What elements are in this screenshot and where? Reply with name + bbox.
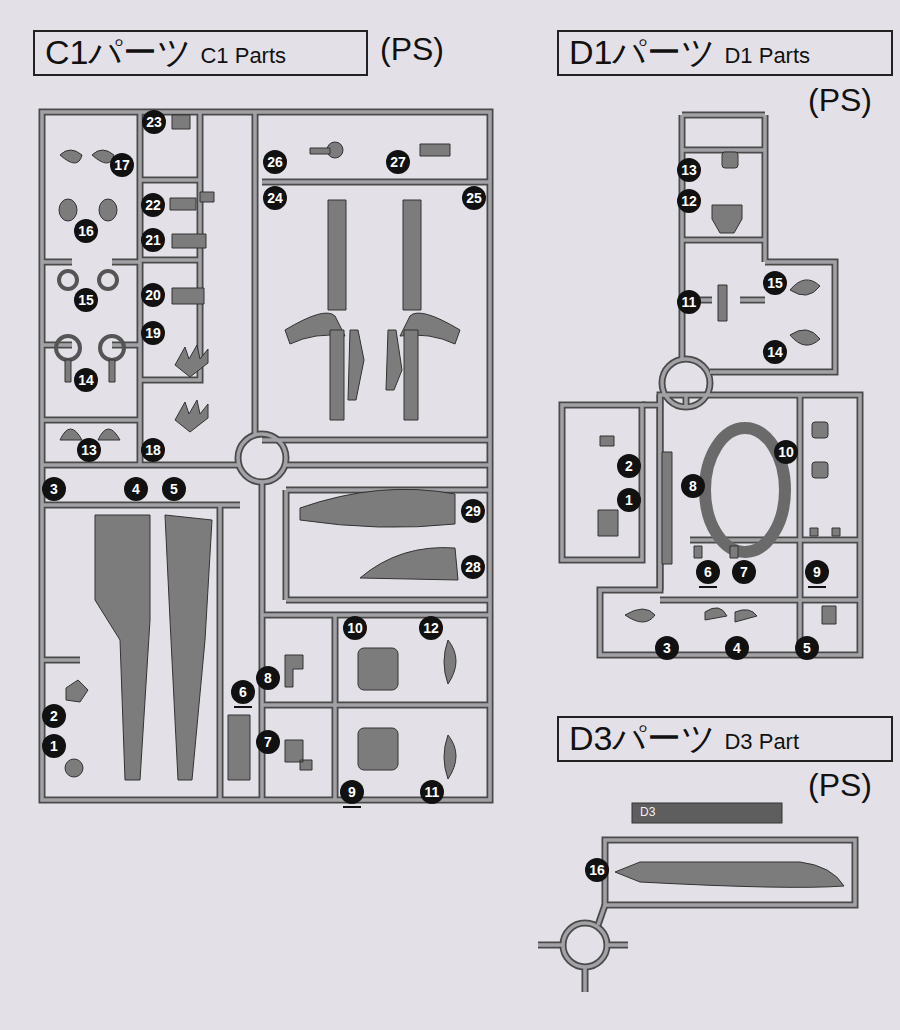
part-group-header: D1パーツ D1 Parts (557, 30, 893, 76)
callout-number: 2 (617, 454, 641, 478)
runner-name-english: D1 Parts (724, 38, 810, 68)
callout-number: 5 (795, 636, 819, 660)
material-code: (PS) (380, 32, 444, 67)
callout-number: 7 (732, 560, 756, 584)
runner-tag: D3 (640, 805, 655, 819)
callout-number: 10 (774, 440, 798, 464)
material-code: (PS) (808, 768, 872, 803)
callout-number: 8 (256, 666, 280, 690)
callout-number: 20 (141, 283, 165, 307)
callout-number: 4 (124, 477, 148, 501)
callout-number: 12 (677, 189, 701, 213)
runner-name: D3パーツ (569, 720, 716, 757)
callout-number: 13 (677, 158, 701, 182)
runner-name: D1パーツ (569, 34, 716, 71)
callout-number: 12 (419, 616, 443, 640)
callout-number: 17 (110, 153, 134, 177)
runner-name-english: D3 Part (724, 724, 799, 754)
runner-name-english: C1 Parts (200, 38, 286, 68)
callout-number: 22 (141, 193, 165, 217)
callout-number: 1 (42, 734, 66, 758)
callout-number: 15 (74, 288, 98, 312)
callout-number: 3 (42, 477, 66, 501)
callout-number: 18 (141, 438, 165, 462)
part-group-header: C1パーツ C1 Parts (33, 30, 368, 76)
callout-number: 8 (681, 474, 705, 498)
callout-number: 5 (162, 477, 186, 501)
runner-name: C1パーツ (45, 34, 192, 71)
callout-number: 15 (763, 271, 787, 295)
callout-number: 16 (74, 219, 98, 243)
callout-number: 4 (725, 636, 749, 660)
callout-number: 9 (340, 780, 364, 804)
part-group-header: D3パーツ D3 Part (557, 716, 893, 762)
callout-number: 24 (263, 186, 287, 210)
callout-number: 25 (462, 186, 486, 210)
callout-number: 26 (263, 150, 287, 174)
callout-number: 6 (231, 680, 255, 704)
callout-number: 14 (763, 340, 787, 364)
callout-number: 3 (655, 636, 679, 660)
callout-number: 10 (343, 616, 367, 640)
callout-number: 28 (461, 555, 485, 579)
callout-number: 13 (77, 438, 101, 462)
callout-number: 27 (386, 150, 410, 174)
callout-number: 7 (256, 730, 280, 754)
callout-number: 1 (617, 488, 641, 512)
callout-number: 29 (461, 499, 485, 523)
material-code: (PS) (808, 83, 872, 118)
callout-number: 9 (805, 560, 829, 584)
callout-number: 2 (42, 704, 66, 728)
callout-number: 23 (142, 110, 166, 134)
callout-number: 6 (696, 560, 720, 584)
callout-number: 21 (141, 228, 165, 252)
callout-number: 11 (420, 780, 444, 804)
callout-number: 16 (585, 858, 609, 882)
callout-number: 14 (74, 368, 98, 392)
callout-number: 11 (677, 290, 701, 314)
callout-number: 19 (141, 321, 165, 345)
